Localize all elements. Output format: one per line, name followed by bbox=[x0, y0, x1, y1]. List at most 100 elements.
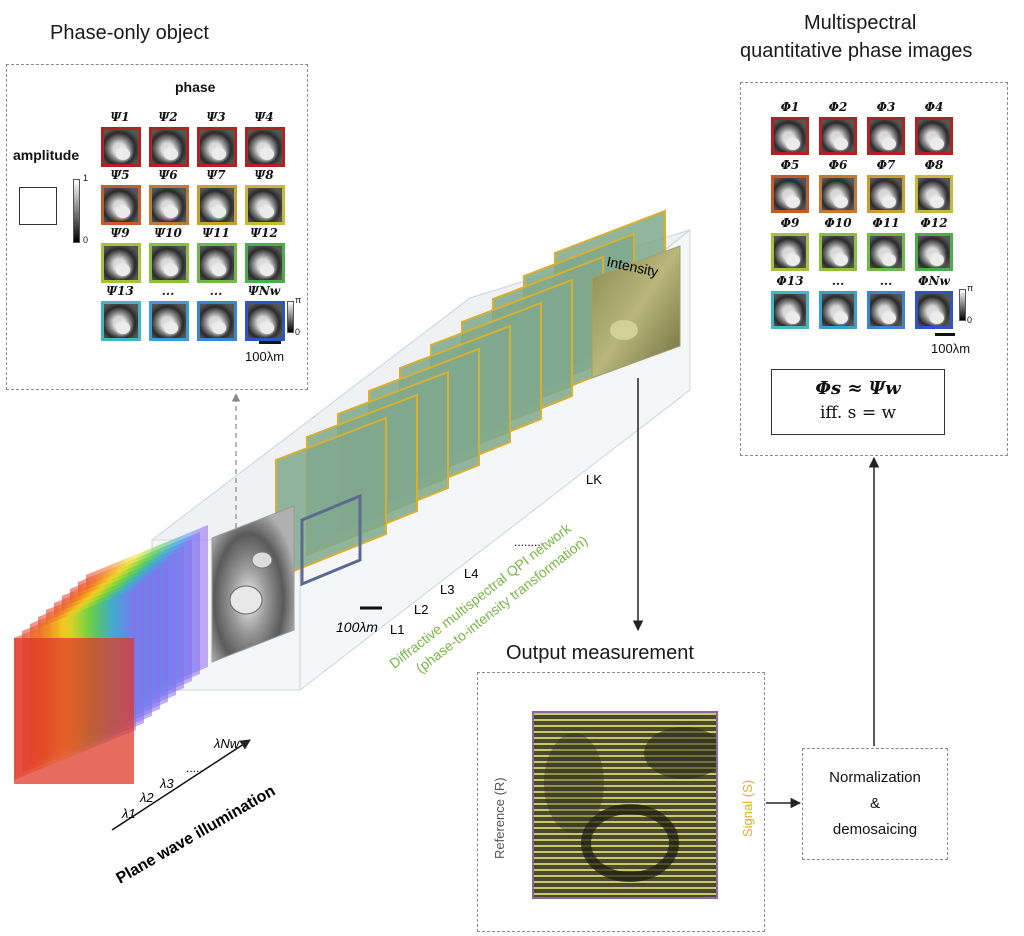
psi-tile-image bbox=[200, 188, 234, 222]
input-object bbox=[211, 505, 295, 663]
phi-scale-bar-label: 100λm bbox=[931, 341, 971, 356]
psi-label-1: Ψ1 bbox=[110, 110, 130, 124]
phi-tile-2 bbox=[819, 117, 857, 155]
psi-label-2: Ψ2 bbox=[158, 110, 178, 124]
psi-tile-8 bbox=[245, 185, 285, 225]
psi-tile-image bbox=[200, 246, 234, 280]
psi-tile-image bbox=[152, 130, 186, 164]
psi-label-12: Ψ12 bbox=[250, 226, 278, 240]
output-image-svg bbox=[534, 713, 716, 897]
phi-tile-image bbox=[774, 120, 806, 152]
network-scale-bar-label: 100λm bbox=[336, 619, 378, 635]
psi-label-7: Ψ7 bbox=[206, 168, 226, 182]
psi-tile-image bbox=[248, 304, 282, 338]
psi-tile-15 bbox=[197, 301, 237, 341]
equation-line2: iff. s = w bbox=[819, 403, 897, 423]
multispectral-title-line2: quantitative phase images bbox=[740, 40, 973, 62]
phase-scale-bar-line bbox=[259, 341, 281, 344]
layer-label-4: L4 bbox=[464, 566, 478, 581]
phi-tile-image bbox=[918, 178, 950, 210]
phi-tile-1 bbox=[771, 117, 809, 155]
phi-label-9: Φ9 bbox=[780, 216, 800, 230]
phi-tile-10 bbox=[819, 233, 857, 271]
phi-tile-image bbox=[774, 236, 806, 268]
intensity-plane: Intensity bbox=[591, 245, 681, 379]
wavelength-label-2: λ2 bbox=[139, 790, 154, 805]
phi-label-14: ... bbox=[831, 274, 845, 288]
signal-label: Signal (S) bbox=[740, 779, 755, 837]
phi-tile-11 bbox=[867, 233, 905, 271]
psi-tile-13 bbox=[101, 301, 141, 341]
phi-label-5: Φ5 bbox=[780, 158, 800, 172]
phi-tile-8 bbox=[915, 175, 953, 213]
layer-label-3: L3 bbox=[440, 582, 454, 597]
phi-tile-image bbox=[870, 120, 902, 152]
normalization-line1: Normalization bbox=[829, 769, 921, 786]
phi-tile-image bbox=[918, 236, 950, 268]
phi-label-8: Φ8 bbox=[924, 158, 944, 172]
phi-tile-13 bbox=[771, 291, 809, 329]
psi-label-14: ... bbox=[161, 284, 175, 298]
phi-tile-image bbox=[918, 120, 950, 152]
illumination-front-plane bbox=[14, 638, 134, 784]
phi-label-16: ΦNw bbox=[918, 274, 950, 288]
phi-tile-5 bbox=[771, 175, 809, 213]
phi-scale-max: π bbox=[967, 283, 974, 293]
amplitude-heading: amplitude bbox=[13, 147, 80, 163]
phi-label-11: Φ11 bbox=[872, 216, 900, 230]
equation-box: Φs ≈ Ψw iff. s = w bbox=[771, 369, 945, 435]
phi-tile-7 bbox=[867, 175, 905, 213]
psi-tile-1 bbox=[101, 127, 141, 167]
psi-tile-image bbox=[104, 246, 138, 280]
phi-tile-image bbox=[822, 236, 854, 268]
equation-line1: Φs ≈ Ψw bbox=[815, 378, 901, 399]
phi-label-7: Φ7 bbox=[876, 158, 896, 172]
psi-tile-image bbox=[248, 130, 282, 164]
psi-tile-9 bbox=[101, 243, 141, 283]
phi-label-2: Φ2 bbox=[828, 100, 848, 114]
phi-tile-12 bbox=[915, 233, 953, 271]
phase-scale-max: π bbox=[295, 295, 302, 305]
psi-tile-image bbox=[152, 304, 186, 338]
output-panel: Reference (R) Signal (S) bbox=[477, 672, 765, 932]
psi-tile-7 bbox=[197, 185, 237, 225]
phi-scale-bar-line bbox=[935, 333, 955, 336]
phase-scale-min: 0 bbox=[295, 327, 301, 337]
psi-label-3: Ψ3 bbox=[206, 110, 226, 124]
phi-tile-14 bbox=[819, 291, 857, 329]
psi-tile-2 bbox=[149, 127, 189, 167]
phi-tile-16 bbox=[915, 291, 953, 329]
psi-tile-image bbox=[104, 130, 138, 164]
phase-scale-bar-label: 100λm bbox=[245, 349, 285, 364]
phi-tile-4 bbox=[915, 117, 953, 155]
psi-tile-image bbox=[152, 188, 186, 222]
psi-tile-14 bbox=[149, 301, 189, 341]
normalization-line3: demosaicing bbox=[832, 821, 918, 838]
phi-tile-image bbox=[774, 294, 806, 326]
psi-tile-image bbox=[248, 188, 282, 222]
psi-label-15: ... bbox=[209, 284, 223, 298]
psi-tile-6 bbox=[149, 185, 189, 225]
illumination-axis-arrow bbox=[111, 739, 251, 831]
psi-tile-3 bbox=[197, 127, 237, 167]
illumination-caption: Plane wave illumination bbox=[114, 782, 279, 887]
psi-tile-16 bbox=[245, 301, 285, 341]
psi-label-6: Ψ6 bbox=[158, 168, 178, 182]
psi-label-4: Ψ4 bbox=[254, 110, 274, 124]
normalization-line2: & bbox=[869, 795, 880, 812]
phi-tile-image bbox=[870, 178, 902, 210]
phi-tile-image bbox=[774, 178, 806, 210]
phi-label-12: Φ12 bbox=[920, 216, 948, 230]
psi-label-10: Ψ10 bbox=[154, 226, 182, 240]
phi-tile-9 bbox=[771, 233, 809, 271]
phi-tile-image bbox=[822, 178, 854, 210]
psi-tile-5 bbox=[101, 185, 141, 225]
phi-tile-3 bbox=[867, 117, 905, 155]
wavelength-label-dots: ..... bbox=[186, 761, 203, 775]
phi-label-3: Φ3 bbox=[876, 100, 896, 114]
psi-tile-image bbox=[104, 304, 138, 338]
psi-tile-image bbox=[104, 188, 138, 222]
amplitude-scale-max: 1 bbox=[83, 173, 89, 183]
